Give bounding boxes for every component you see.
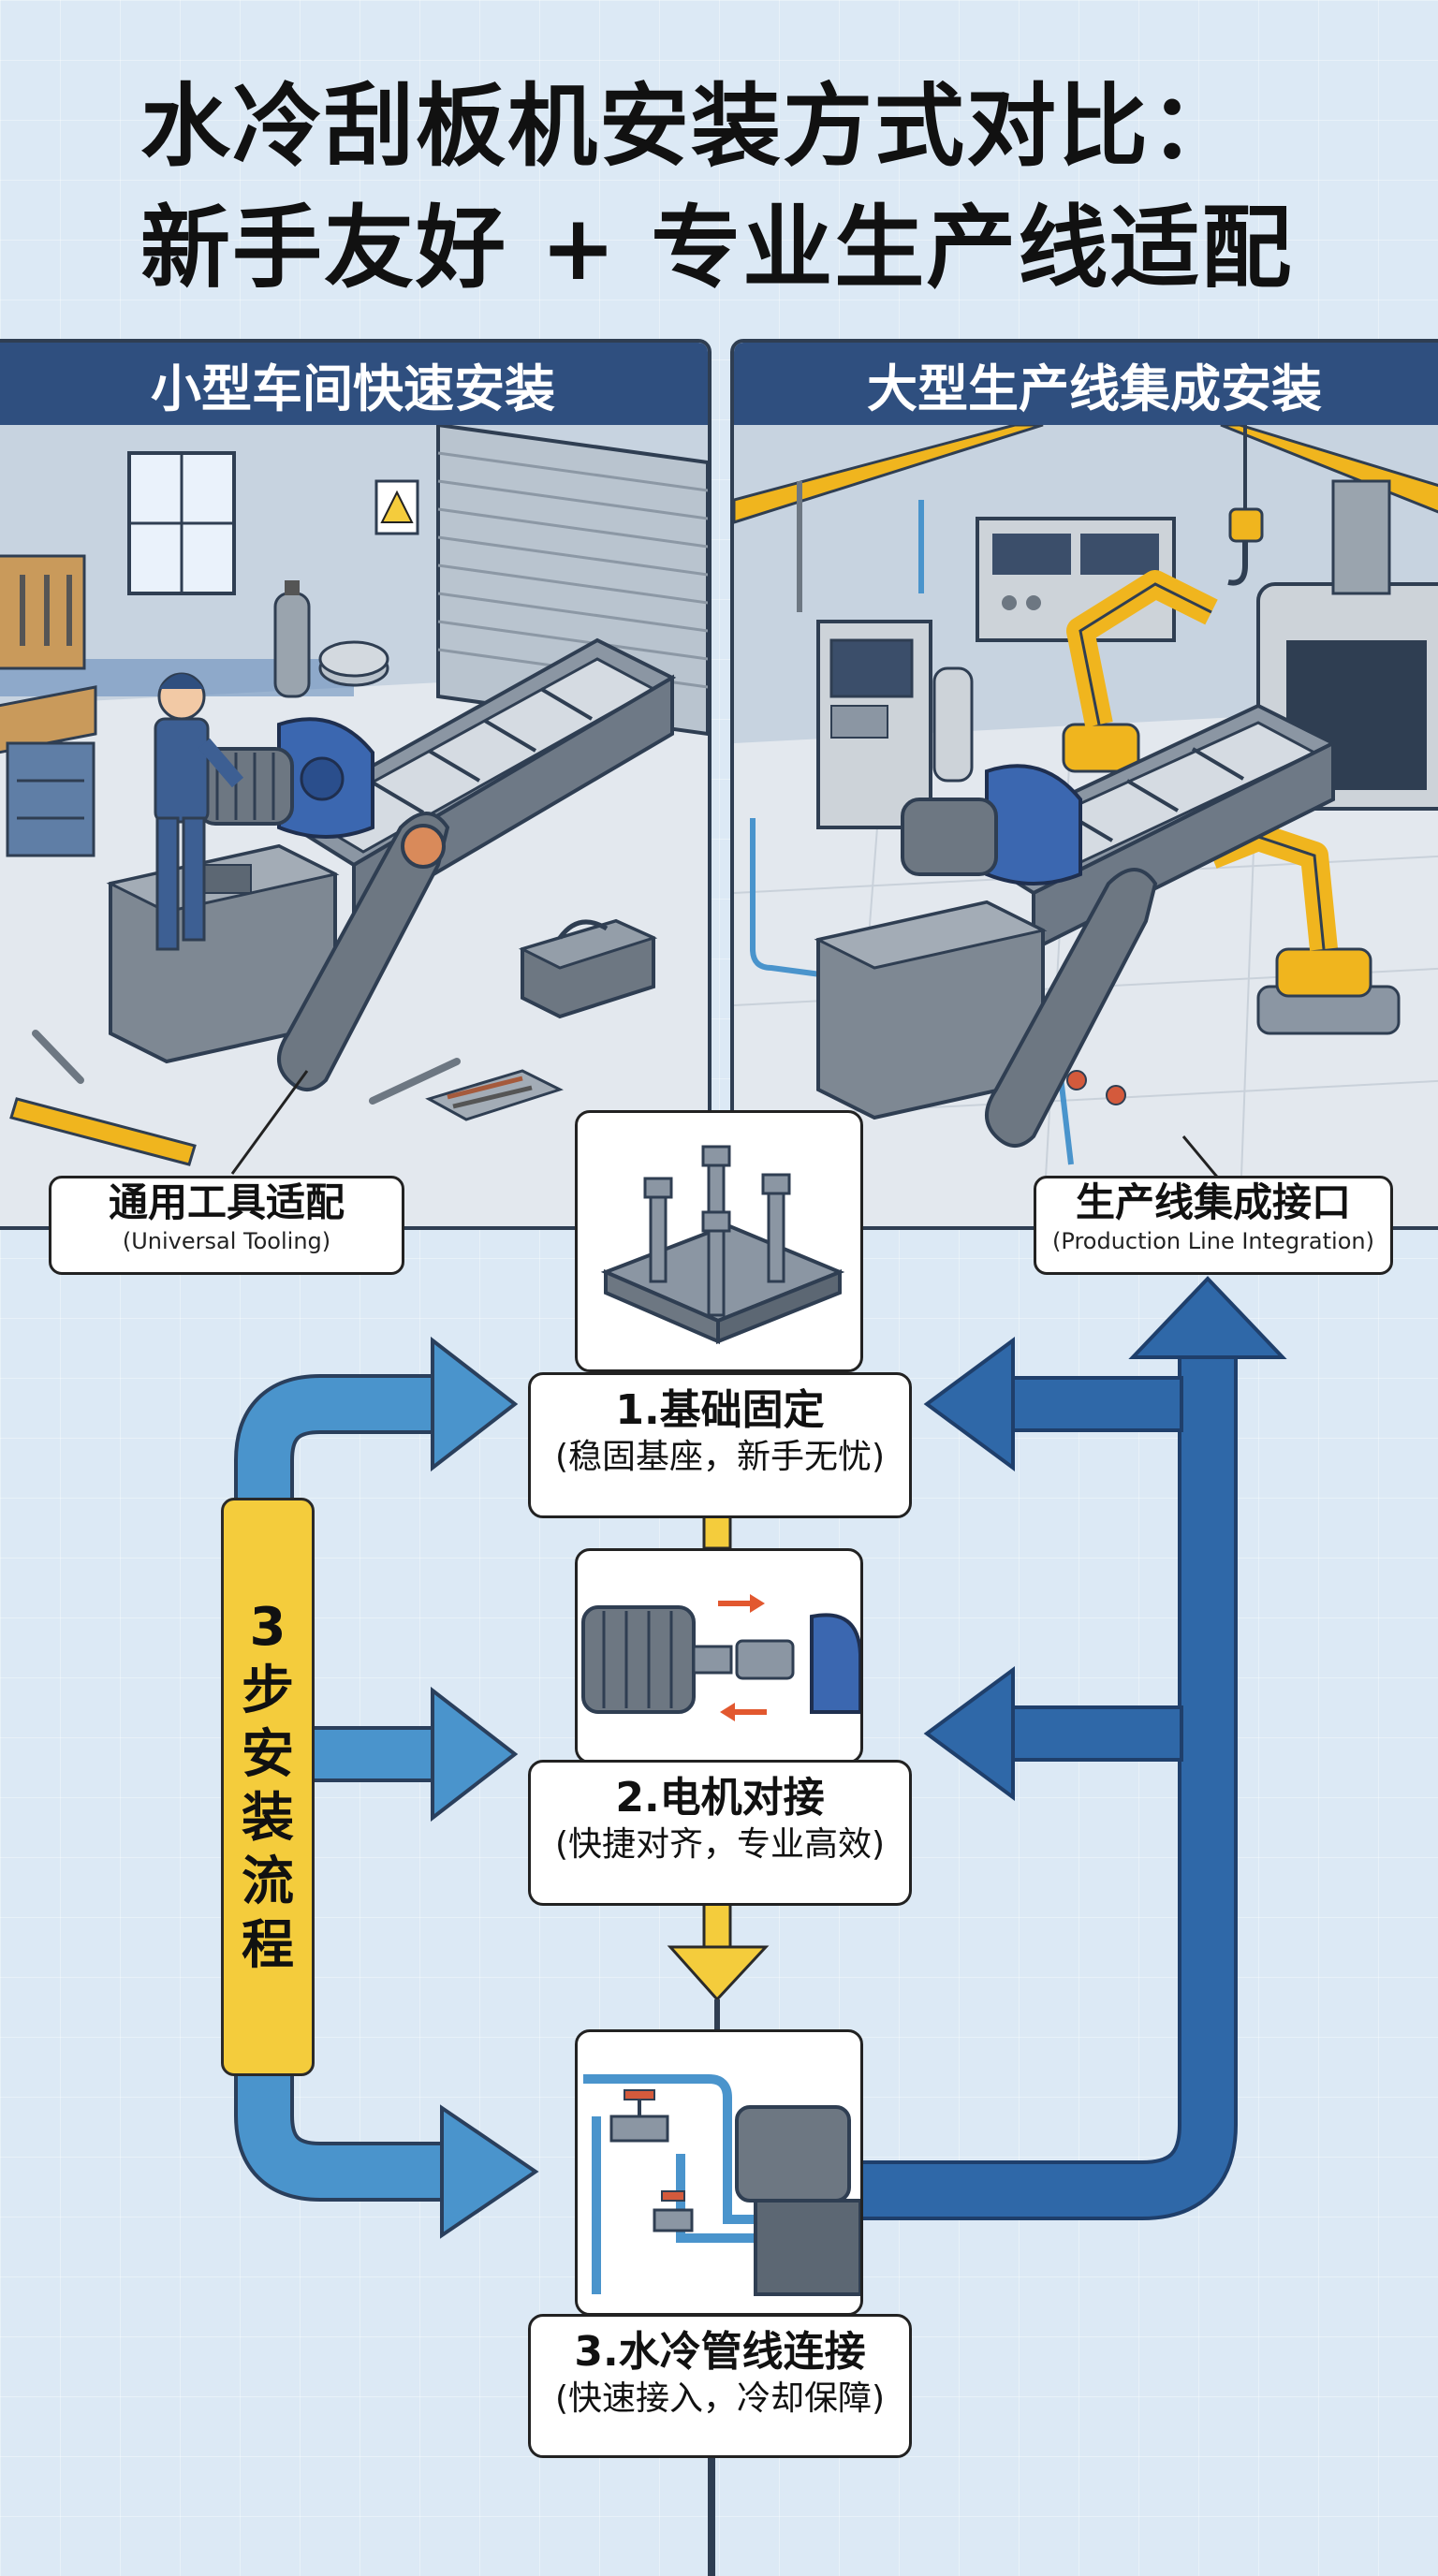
step3-card: 3.水冷管线连接 (快速接入，冷却保障) (528, 2314, 912, 2458)
step1-image (575, 1110, 863, 1372)
gas-cylinder-icon (932, 666, 974, 783)
step-connector (702, 1513, 732, 1550)
gearbox-icon (277, 717, 374, 839)
step1-title: 1.基础固定 (615, 1386, 825, 1434)
motor-icon (901, 798, 998, 876)
left-flow-arrow (234, 1336, 519, 1498)
tool-tray-icon (425, 1069, 564, 1121)
robot-arm-icon (1062, 570, 1218, 773)
process-label-char: 程 (242, 1915, 294, 1976)
panel-right-header: 大型生产线集成安装 (734, 343, 1438, 425)
align-arrow-icon (720, 1703, 767, 1721)
wrench-icon (32, 1030, 461, 1105)
right-flow-arrow (856, 1276, 1287, 2220)
panel-left-header: 小型车间快速安装 (0, 343, 708, 425)
pipe-valve-icon (609, 2089, 669, 2143)
spirit-level-icon (9, 1097, 197, 1166)
callout-universal-tooling: 通用工具适配 (Universal Tooling) (49, 1176, 404, 1275)
panel-small-workshop: 小型车间快速安装 (0, 339, 712, 1230)
right-flow-arrow (923, 1337, 1183, 1471)
process-label-char: 3 (249, 1597, 286, 1658)
step2-card: 2.电机对接 (快捷对齐，专业高效) (528, 1760, 912, 1906)
production-line-illustration (734, 425, 1438, 1226)
tool-board-icon (0, 554, 86, 670)
step3-title: 3.水冷管线连接 (574, 2328, 866, 2376)
step1-card: 1.基础固定 (稳固基座，新手无忧) (528, 1372, 912, 1518)
step2-image (575, 1548, 863, 1764)
left-flow-arrow (234, 2071, 539, 2239)
crane-hook-icon (1227, 425, 1264, 586)
cooling-pipe-connection-icon (583, 2074, 862, 2296)
worker-icon (154, 672, 244, 951)
motor-coupling-icon (581, 1594, 862, 1721)
rolling-door-icon (436, 425, 708, 737)
foundation-bolts-icon (600, 1145, 845, 1345)
pipe-valve-icon (1066, 1070, 1126, 1105)
workbench-icon (0, 685, 97, 857)
drive-arm-icon (985, 868, 1158, 1148)
callout-left-title: 通用工具适配 (108, 1179, 345, 1225)
drive-arm-icon (277, 812, 450, 1091)
process-label-char: 步 (242, 1661, 294, 1721)
panel-large-production-line: 大型生产线集成安装 (730, 339, 1438, 1230)
control-cabinet-icon (816, 620, 932, 829)
toolbox-icon (518, 918, 658, 1019)
step3-image (575, 2029, 863, 2316)
gearbox-icon (985, 764, 1082, 886)
callout-right-subtitle: (Production Line Integration) (1052, 1228, 1374, 1254)
wire-spool-icon (318, 640, 389, 687)
page-title: 水冷刮板机安装方式对比： 新手友好 + 专业生产线适配 (140, 66, 1357, 309)
callout-production-line-integration: 生产线集成接口 (Production Line Integration) (1034, 1176, 1393, 1275)
process-label-char: 流 (242, 1852, 294, 1912)
step2-title: 2.电机对接 (615, 1774, 825, 1822)
pipe-valve-icon (653, 2190, 694, 2232)
process-steps-label: 3 步 安 装 流 程 (221, 1498, 315, 2076)
window-icon (127, 451, 236, 595)
warning-sign-icon (374, 479, 419, 535)
left-flow-arrow (307, 1686, 519, 1822)
cooling-pipe-line (750, 500, 1074, 1165)
step3-subtitle: (快速接入，冷却保障) (554, 2379, 886, 2418)
step-down-arrow (667, 1898, 770, 2002)
process-label-char: 装 (242, 1788, 294, 1849)
right-flow-arrow (923, 1666, 1183, 1801)
process-label-char: 安 (242, 1724, 294, 1785)
base-box-icon (814, 900, 1048, 1120)
step1-subtitle: (稳固基座，新手无忧) (554, 1438, 886, 1476)
callout-right-title: 生产线集成接口 (1075, 1179, 1351, 1225)
page-title-line1: 水冷刮板机安装方式对比： (140, 74, 1241, 179)
gas-cylinder-icon (273, 580, 311, 698)
page-title-line2: 新手友好 + 专业生产线适配 (140, 196, 1294, 300)
center-divider-line (708, 2452, 715, 2576)
align-arrow-icon (718, 1594, 765, 1613)
small-workshop-illustration (0, 425, 708, 1226)
callout-left-subtitle: (Universal Tooling) (122, 1228, 331, 1254)
step2-subtitle: (快捷对齐，专业高效) (554, 1825, 886, 1864)
